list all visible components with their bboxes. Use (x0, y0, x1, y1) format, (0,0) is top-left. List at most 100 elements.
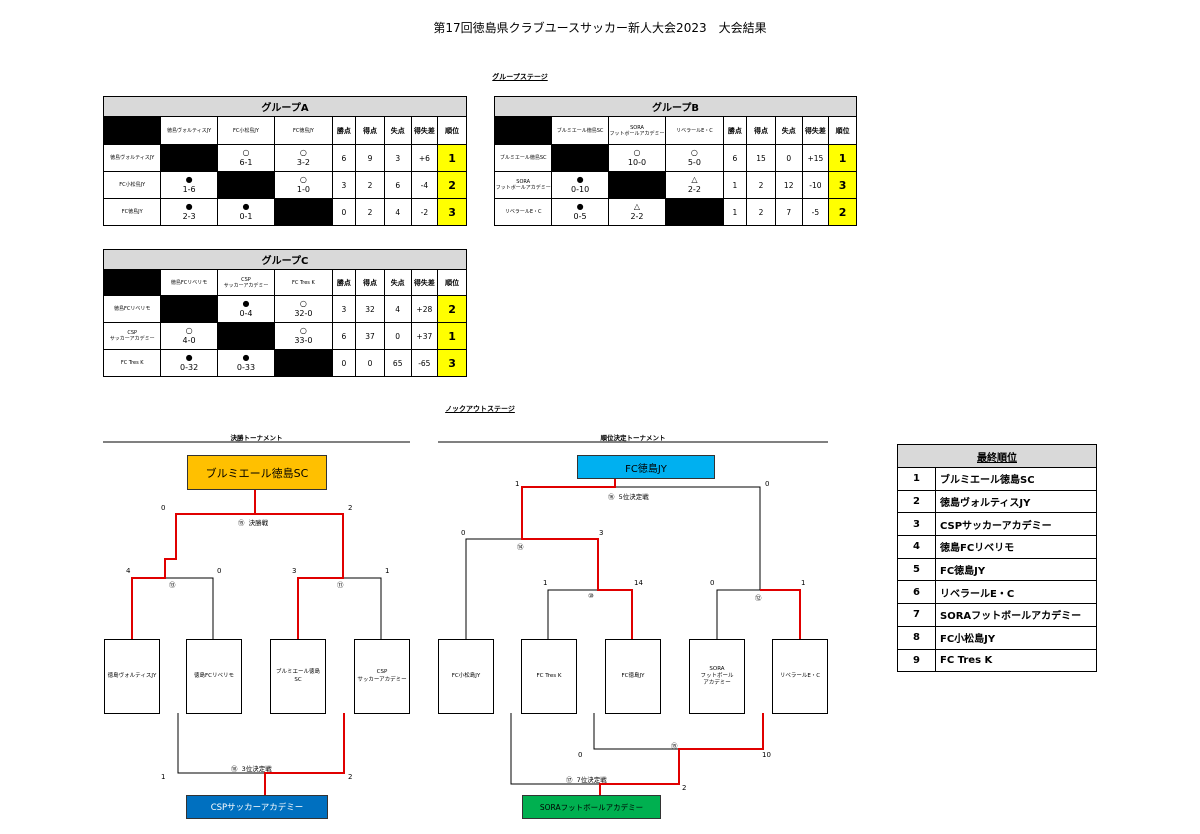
goals-against: 7 (774, 198, 803, 226)
rank: 2 (437, 171, 467, 199)
result-cell: △2-2 (607, 198, 667, 226)
score: 0 (578, 751, 583, 759)
match-number: ⑯ (608, 493, 615, 501)
table-row: ブルミエール徳島SC ○10-0 ○5-0 6 15 0 +15 1 (493, 144, 857, 172)
final-label-text: 決勝戦 (248, 519, 269, 527)
row-team: FC Tres K (102, 349, 162, 377)
team-box: FC Tres K (521, 639, 577, 714)
result-mark: △ (633, 201, 641, 211)
result-cell: ●0-1 (216, 198, 276, 226)
result-mark: ○ (633, 147, 641, 157)
col-team: SORA フットボールアカデミー (607, 116, 667, 145)
score: 3 (292, 567, 297, 575)
bracket-line (177, 713, 265, 774)
stat-head: 失点 (383, 116, 412, 145)
col-team: FC小松島JY (216, 116, 276, 145)
third-label-text: 3位決定戦 (241, 765, 272, 773)
result-score: 2-3 (182, 211, 196, 221)
score: 1 (515, 480, 520, 488)
score: 2 (348, 773, 353, 781)
page-title: 第17回徳島県クラブユースサッカー新人大会2023 大会結果 (433, 21, 767, 35)
standing-team: ブルミエール徳島SC (935, 467, 1097, 491)
team-box: リベラールE・C (772, 639, 828, 714)
result-score: 5-0 (687, 157, 701, 167)
result-mark: ● (242, 352, 250, 362)
standing-rank: 8 (897, 625, 936, 650)
points: 0 (331, 349, 357, 377)
stat-head: 得点 (355, 116, 385, 145)
goal-diff: -2 (410, 198, 439, 226)
stat-head: 得失差 (410, 116, 439, 145)
score: 2 (348, 504, 353, 512)
knockout-label: ノックアウトステージ (445, 405, 515, 413)
goals-for: 37 (355, 322, 385, 350)
bracket-line (510, 713, 600, 785)
stat-head: 得点 (746, 116, 776, 145)
score: 0 (765, 480, 770, 488)
result-score: 4-0 (182, 335, 196, 345)
goals-against: 0 (383, 322, 412, 350)
bracket-line (593, 713, 679, 750)
score: 4 (126, 567, 131, 575)
score: 14 (634, 579, 643, 587)
result-cell: ●0-10 (551, 171, 609, 199)
row-team: ブルミエール徳島SC (493, 144, 553, 172)
group-a-table: グループA 徳島ヴォルティスJY FC小松島JY FC徳島JY 勝点 得点 失点… (102, 96, 467, 226)
col-team: FC Tres K (274, 269, 333, 296)
m5-label: ⑯ 5位決定戦 (608, 491, 649, 501)
result-mark: ○ (242, 147, 250, 157)
group-b-table: グループB ブルミエール徳島SC SORA フットボールアカデミー リベラールE… (493, 96, 857, 226)
result-score: 0-4 (239, 308, 253, 318)
result-mark: ● (185, 352, 193, 362)
result-score: 1-6 (182, 184, 196, 194)
result-cell: ●0-32 (160, 349, 218, 377)
winner-line (131, 513, 255, 640)
col-team: リベラールE・C (665, 116, 724, 145)
result-cell: ○1-0 (274, 171, 333, 199)
score: 1 (161, 773, 166, 781)
rank: 2 (828, 198, 857, 226)
goals-for: 15 (746, 144, 776, 172)
standing-team: FC Tres K (935, 648, 1097, 673)
final-bracket-title: 決勝トーナメント (230, 434, 283, 442)
result-mark: ○ (690, 147, 698, 157)
result-score: 32-0 (294, 308, 313, 318)
standing-rank: 1 (897, 467, 936, 491)
standing-team: リベラールE・C (935, 580, 1097, 605)
stat-head: 勝点 (331, 269, 357, 296)
table-row: CSP サッカーアカデミー ○4-0 ○33-0 6 37 0 +37 1 (102, 322, 467, 350)
standing-rank: 7 (897, 603, 936, 627)
result-score: 33-0 (294, 335, 313, 345)
bracket-line (165, 577, 214, 640)
result-mark: ● (576, 201, 584, 211)
goals-for: 2 (355, 171, 385, 199)
m5-label-text: 5位決定戦 (618, 493, 649, 501)
m7-label: ⑰ 7位決定戦 (566, 774, 607, 784)
match-number: ⑪ (337, 581, 344, 589)
self-cell (274, 198, 333, 226)
goals-for: 2 (746, 198, 776, 226)
winner-line (254, 490, 344, 640)
fifth-place-box: FC徳島JY (577, 455, 715, 479)
standing-rank: 2 (897, 489, 936, 514)
bracket-line (716, 589, 760, 640)
self-cell (607, 171, 667, 199)
result-score: 0-10 (571, 184, 590, 194)
winner-line (264, 713, 345, 795)
result-mark: ○ (299, 147, 307, 157)
result-score: 2-2 (687, 184, 701, 194)
row-team: FC小松島JY (102, 171, 162, 199)
standing-rank: 4 (897, 535, 936, 559)
match-number: ⑩ (588, 592, 594, 600)
team-box: 徳島ヴォルティスJY (104, 639, 160, 714)
stat-head: 得失差 (410, 269, 439, 296)
match-number: ⑭ (517, 543, 524, 551)
goal-diff: -5 (801, 198, 830, 226)
standing-rank: 3 (897, 512, 936, 537)
self-cell (551, 144, 609, 172)
